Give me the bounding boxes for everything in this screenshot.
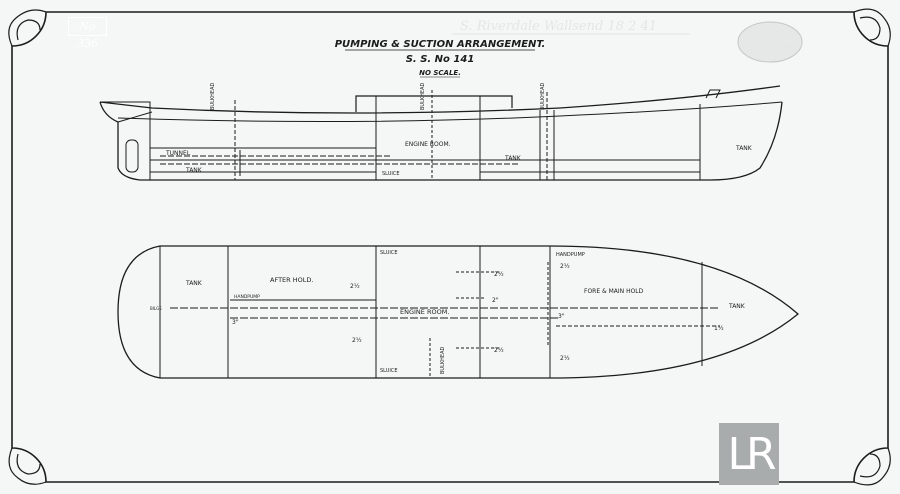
plan-after-hold: AFTER HOLD. <box>270 276 313 284</box>
plan-tank-fore: TANK <box>728 303 746 310</box>
scale-note: NO SCALE. <box>419 69 461 77</box>
elevation-view <box>99 85 783 181</box>
pipe-size-fore-bottom: 2½ <box>560 355 570 362</box>
elev-tank-mid: TANK <box>504 155 522 162</box>
pipe-size-mid-top: 2½ <box>494 271 504 278</box>
elev-sluice: SLUICE <box>382 171 400 177</box>
registry-stamp: Lloyd's July 17.36 <box>737 21 803 63</box>
pipe-size-fore-3: 3" <box>558 313 565 320</box>
pipe-size-aft-top: 2½ <box>350 283 360 290</box>
plan-handpump-fore: HANDPUMP <box>556 252 585 258</box>
stamp-line-1: Lloyd's <box>755 31 785 40</box>
outer-frame <box>11 11 889 483</box>
ship-number: S. S. No 141 <box>406 54 475 65</box>
elev-tunnel: TUNNEL <box>165 150 191 157</box>
corner-ornaments <box>8 8 891 486</box>
elev-bulkhead-left: BULKHEAD <box>210 83 216 110</box>
plan-handpump-aft: HANDPUMP <box>234 294 260 300</box>
pipe-size-mid-bottom: 2½ <box>494 347 504 354</box>
pipe-size-3: 3" <box>232 319 239 326</box>
handwritten-header: S. Riverdale Wallsend 18 2 41 <box>460 19 657 34</box>
pipe-size-1-1-2: 1½ <box>714 325 724 332</box>
plan-fore-main-hold: FORE & MAIN HOLD <box>584 288 644 295</box>
plan-sluice-bottom: SLUICE <box>380 368 398 374</box>
plan-tank-aft: TANK <box>185 280 203 287</box>
pipe-size-fore-top: 2½ <box>560 263 570 270</box>
elev-tank-fore: TANK <box>735 145 753 152</box>
plan-view <box>117 245 800 379</box>
pipe-size-2: 2" <box>492 297 499 304</box>
pipe-size-aft-bottom: 2½ <box>352 337 362 344</box>
elev-bulkhead-mid: BULKHEAD <box>420 83 426 110</box>
elev-engine-room: ENGINE ROOM. <box>405 141 451 148</box>
plan-engine-room: ENGINE ROOM. <box>400 308 449 316</box>
drawing-title: PUMPING & SUCTION ARRANGEMENT. <box>335 39 546 50</box>
plan-bulkhead: BULKHEAD <box>440 347 446 374</box>
plate-number: No 336 <box>68 17 107 50</box>
lr-watermark: LR <box>719 423 779 485</box>
plan-bilge-aft: BILGE <box>150 306 162 311</box>
stamp-line-2: July 17.36 <box>750 43 793 52</box>
elev-bulkhead-right: BULKHEAD <box>540 83 546 110</box>
elev-tank-aft: TANK <box>185 167 203 174</box>
plan-sluice-top: SLUICE <box>380 250 398 256</box>
